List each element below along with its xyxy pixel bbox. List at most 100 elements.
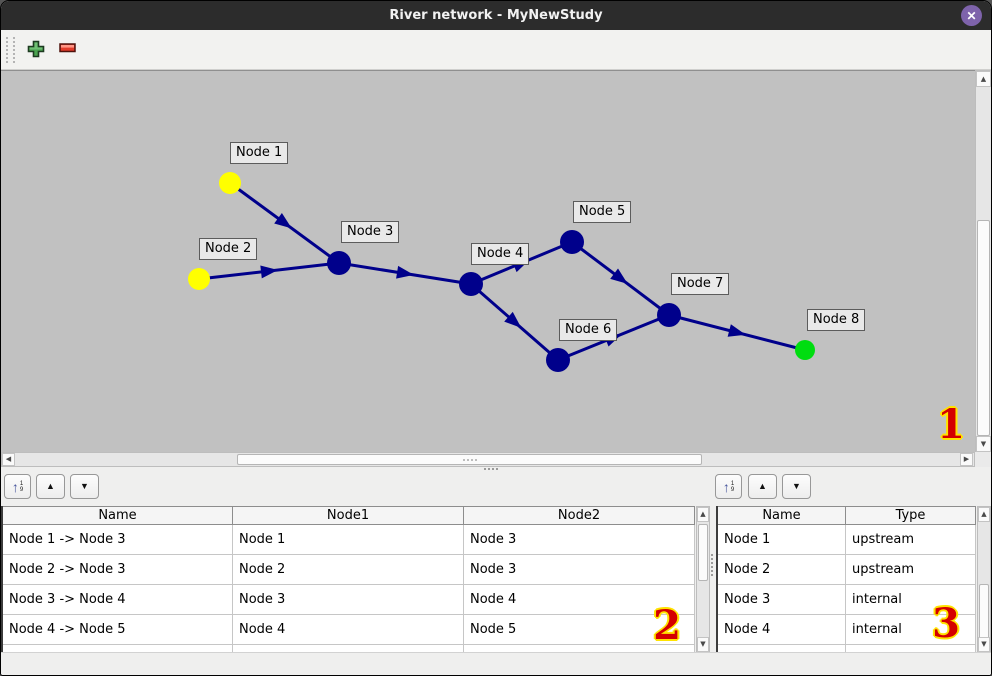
remove-node-button[interactable] xyxy=(57,38,79,62)
node-node-6[interactable] xyxy=(546,348,570,372)
arrow-left-icon: ◀ xyxy=(5,455,12,463)
column-header[interactable]: Name xyxy=(718,507,846,524)
canvas-vscroll-thumb[interactable] xyxy=(977,220,990,436)
table-cell[interactable]: Node 4 xyxy=(464,585,695,614)
links-move-down-button[interactable]: ▼ xyxy=(70,474,99,499)
scroll-left-button[interactable]: ◀ xyxy=(2,453,15,466)
table-cell[interactable]: Node 3 xyxy=(464,555,695,584)
splitter-grip-icon xyxy=(711,554,715,576)
titlebar[interactable]: River network - MyNewStudy ✕ xyxy=(1,1,991,30)
arrow-up-icon: ▲ xyxy=(700,510,706,518)
node-node-7[interactable] xyxy=(657,303,681,327)
table-cell[interactable] xyxy=(3,645,233,652)
table-cell[interactable]: internal xyxy=(846,585,976,614)
add-node-button[interactable] xyxy=(25,38,47,62)
table-cell[interactable]: Node 2 xyxy=(718,555,846,584)
node-label[interactable]: Node 8 xyxy=(807,309,866,331)
scroll-right-button[interactable]: ▶ xyxy=(960,453,973,466)
column-header[interactable]: Node1 xyxy=(233,507,464,524)
node-label[interactable]: Node 3 xyxy=(341,221,400,243)
table-cell[interactable] xyxy=(464,645,695,652)
panel-splitter[interactable] xyxy=(710,506,714,652)
table-cell[interactable]: internal xyxy=(846,615,976,644)
table-cell[interactable]: Node 1 xyxy=(718,525,846,554)
canvas-vertical-scrollbar[interactable]: ▲ ▼ xyxy=(975,70,991,452)
table-row[interactable] xyxy=(718,645,976,652)
table-cell[interactable] xyxy=(233,645,464,652)
nodes-table-scrollbar[interactable]: ▲ ▼ xyxy=(977,506,991,652)
table-cell[interactable]: Node 4 -> Node 5 xyxy=(3,615,233,644)
table-cell[interactable]: Node 1 -> Node 3 xyxy=(3,525,233,554)
arrow-down-icon: ▼ xyxy=(700,640,706,648)
node-node-2[interactable] xyxy=(188,268,210,290)
arrow-down-icon: ▼ xyxy=(980,439,987,448)
table-cell[interactable] xyxy=(718,645,846,652)
toolbar-grip-icon[interactable] xyxy=(6,36,15,63)
node-label[interactable]: Node 2 xyxy=(199,238,258,260)
scroll-up-button[interactable]: ▲ xyxy=(697,507,709,522)
edge-arrow-icon xyxy=(274,213,292,229)
nodes-move-down-button[interactable]: ▼ xyxy=(782,474,811,499)
table-cell[interactable] xyxy=(846,645,976,652)
scroll-down-button[interactable]: ▼ xyxy=(976,436,991,452)
nodes-move-up-button[interactable]: ▲ xyxy=(748,474,777,499)
table-cell[interactable]: Node 3 xyxy=(464,525,695,554)
arrow-down-icon: ▼ xyxy=(792,481,801,491)
main-toolbar xyxy=(1,30,991,70)
column-header[interactable]: Type xyxy=(846,507,976,524)
table-cell[interactable]: upstream xyxy=(846,555,976,584)
column-header[interactable]: Node2 xyxy=(464,507,695,524)
edge-arrow-icon xyxy=(260,265,278,279)
table-cell[interactable]: Node 4 xyxy=(233,615,464,644)
table-cell[interactable]: Node 3 -> Node 4 xyxy=(3,585,233,614)
node-node-4[interactable] xyxy=(459,272,483,296)
table-row[interactable] xyxy=(3,645,695,652)
canvas-horizontal-scrollbar[interactable]: ◀ ▶ xyxy=(1,452,975,468)
links-table-scrollbar[interactable]: ▲ ▼ xyxy=(696,506,710,652)
node-label[interactable]: Node 1 xyxy=(230,142,289,164)
node-label[interactable]: Node 6 xyxy=(559,319,618,341)
table-cell[interactable]: upstream xyxy=(846,525,976,554)
add-plus-icon xyxy=(27,40,45,57)
node-node-1[interactable] xyxy=(219,172,241,194)
scroll-down-button[interactable]: ▼ xyxy=(697,637,709,652)
column-header[interactable]: Name xyxy=(3,507,233,524)
scroll-up-button[interactable]: ▲ xyxy=(976,71,991,87)
table-cell[interactable]: Node 3 xyxy=(233,585,464,614)
close-button[interactable]: ✕ xyxy=(961,5,982,26)
node-label[interactable]: Node 5 xyxy=(573,201,632,223)
table-cell[interactable]: Node 3 xyxy=(718,585,846,614)
links-move-up-button[interactable]: ▲ xyxy=(36,474,65,499)
node-label[interactable]: Node 7 xyxy=(671,273,730,295)
scroll-down-button[interactable]: ▼ xyxy=(978,637,990,652)
scroll-up-button[interactable]: ▲ xyxy=(978,507,990,522)
canvas-hscroll-thumb[interactable] xyxy=(237,454,702,468)
table-cell[interactable]: Node 1 xyxy=(233,525,464,554)
table-cell[interactable]: Node 4 xyxy=(718,615,846,644)
table-cell[interactable]: Node 5 xyxy=(464,615,695,644)
network-canvas[interactable]: Node 1 Node 2 Node 3 Node 4 Node 5 Node 6 Node… xyxy=(1,70,975,453)
horizontal-splitter[interactable] xyxy=(1,467,975,472)
table-cell[interactable]: Node 2 xyxy=(233,555,464,584)
node-label[interactable]: Node 4 xyxy=(471,243,530,265)
links-scroll-thumb[interactable] xyxy=(698,524,708,581)
node-node-3[interactable] xyxy=(327,251,351,275)
node-node-8[interactable] xyxy=(795,340,815,360)
nodes-scroll-thumb[interactable] xyxy=(979,584,989,644)
table-cell[interactable]: Node 2 -> Node 3 xyxy=(3,555,233,584)
node-node-5[interactable] xyxy=(560,230,584,254)
arrow-up-icon: ▲ xyxy=(981,510,987,518)
